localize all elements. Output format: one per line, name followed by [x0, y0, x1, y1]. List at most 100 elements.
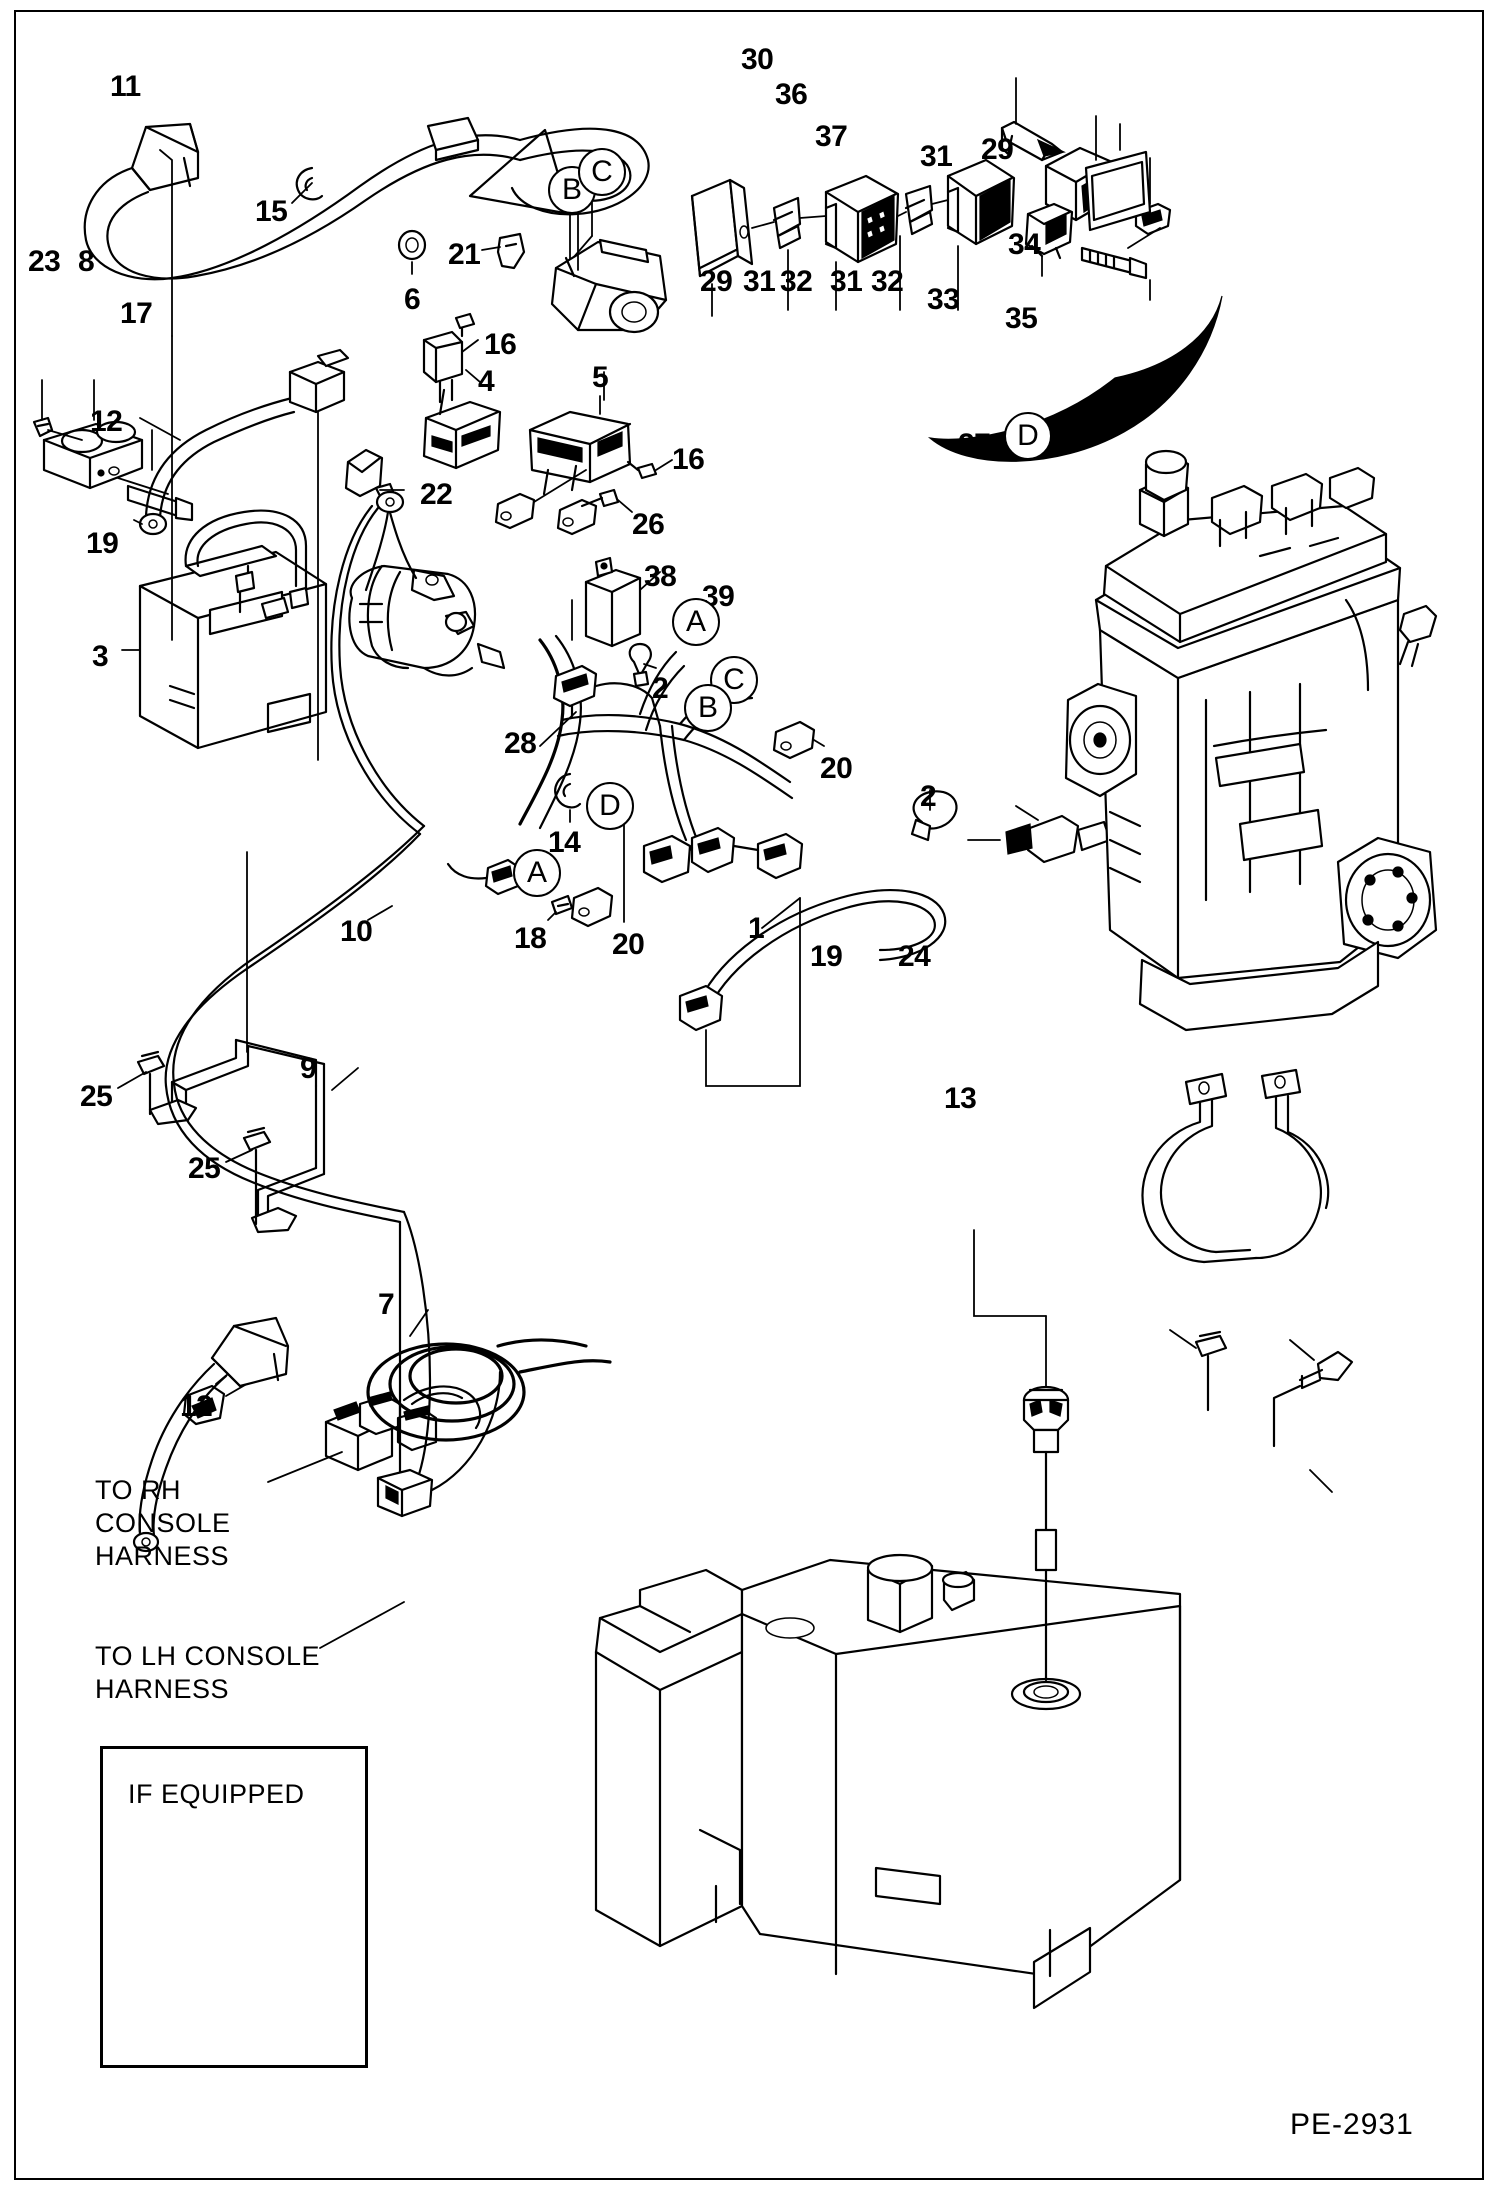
callout-31-row-a: 31: [743, 265, 776, 298]
callout-38: 38: [644, 560, 677, 593]
harness-10-a: [172, 824, 426, 1086]
marker-c-mid: C: [710, 656, 758, 704]
label-to-rh-console-harness: TO RH CONSOLE HARNESS: [95, 1474, 231, 1573]
callout-25-a: 25: [80, 1080, 113, 1113]
marker-c-top: C: [578, 148, 626, 196]
part-14-clip: [554, 772, 582, 809]
part-20-clamp-b: [570, 886, 614, 928]
part-25-bolt-a: [136, 1050, 166, 1116]
connector-a-lower: [484, 858, 522, 896]
callout-8: 8: [78, 245, 95, 278]
callout-20-a: 20: [820, 752, 853, 785]
callout-16-b: 16: [672, 443, 705, 476]
callout-30: 30: [741, 43, 774, 76]
harness-11-cable: [83, 134, 522, 281]
part-29-cover-right: [1084, 150, 1152, 232]
callout-23: 23: [28, 245, 61, 278]
engine-assembly: [1064, 449, 1438, 1032]
callout-31-row-b: 31: [830, 265, 863, 298]
callout-2-b: 2: [920, 780, 937, 813]
callout-15: 15: [255, 195, 288, 228]
callout-19-b: 19: [810, 940, 843, 973]
part-21-clamp: [496, 232, 526, 270]
connector-rh-console: [182, 1384, 482, 1472]
part-20-clamp-a: [772, 720, 816, 760]
callout-12: 12: [90, 405, 123, 438]
part-12-battery-cable: [138, 348, 350, 536]
part-32-connector-b: [946, 158, 1016, 246]
part-1-ground-cable: [678, 889, 947, 1032]
callout-9: 9: [300, 1052, 317, 1085]
part-8-terminal-block: [42, 420, 144, 490]
marker-a-mid: A: [672, 598, 720, 646]
callout-19: 19: [86, 527, 119, 560]
callout-4: 4: [478, 365, 495, 398]
callout-5: 5: [592, 361, 609, 394]
connector-lh-console: [376, 1468, 434, 1518]
marker-a-lower: A: [513, 849, 561, 897]
callout-16-a: 16: [484, 328, 517, 361]
callout-14: 14: [548, 826, 581, 859]
callout-32-row-b: 32: [871, 265, 904, 298]
part-19-bolt-right: [1194, 1330, 1228, 1412]
part-28-engine-harness: [518, 634, 794, 830]
marker-d-engine: D: [1004, 412, 1052, 460]
part-fuel-sender: [1022, 1385, 1070, 1682]
harness-upper-loop: [510, 127, 650, 216]
marker-b-mid: B: [684, 684, 732, 732]
callout-2-a: 2: [652, 672, 669, 705]
callout-32-row-a: 32: [780, 265, 813, 298]
marker-d-lower: D: [586, 782, 634, 830]
callout-29-row: 29: [700, 265, 733, 298]
part-31-clip-b: [904, 184, 934, 236]
part-32-connector-a: [824, 174, 900, 264]
part-26-clamp-bolt: [556, 488, 620, 536]
label-line-1: TO RH: [95, 1475, 182, 1505]
callout-21: 21: [448, 238, 481, 271]
fuel-tank: [594, 1553, 1182, 2010]
callout-22: 22: [420, 478, 453, 511]
part-16-bolt-a: [454, 312, 476, 338]
label-line-3: HARNESS: [95, 1540, 230, 1571]
label-line-2: HARNESS: [95, 1673, 230, 1704]
part-27-sender: [1398, 604, 1438, 668]
part-25-bolt-b: [242, 1126, 272, 1226]
part-alternator: [348, 564, 506, 677]
part-17-bolt: [126, 484, 194, 522]
part-12b-cable-if-equipped: [132, 1316, 290, 1553]
callout-28: 28: [504, 727, 537, 760]
callout-7: 7: [378, 1288, 395, 1321]
part-34-screw: [1080, 246, 1148, 280]
diagram-border: [14, 10, 1484, 2180]
callout-12-if-equipped: 12: [180, 1390, 213, 1423]
label-to-lh-console-harness: TO LH CONSOLE HARNESS: [95, 1640, 320, 1706]
label-if-equipped: IF EQUIPPED: [128, 1779, 305, 1809]
label-line-1: TO LH CONSOLE: [95, 1641, 321, 1671]
callout-33: 33: [927, 283, 960, 316]
connector-group-lower: [642, 826, 804, 884]
part-16-bolt-b: [626, 460, 658, 480]
part-23-nut: [32, 416, 54, 438]
callout-1: 1: [748, 912, 765, 945]
callout-36: 36: [775, 78, 808, 111]
part-11-terminal-cover: [130, 122, 200, 192]
part-9-battery-holddown: [148, 1038, 326, 1234]
callout-11: 11: [110, 70, 141, 103]
callout-27: 27: [958, 428, 991, 461]
part-2-cable-tie-b: [910, 790, 958, 842]
part-5b-regulator: [528, 410, 632, 496]
part-33-terminal: [1024, 202, 1074, 260]
callout-3: 3: [92, 640, 109, 673]
part-38-relay: [584, 556, 642, 648]
callout-13: 13: [944, 1082, 977, 1115]
callout-31-top: 31: [920, 140, 953, 173]
sheet-part-number: PE-2931: [1290, 2108, 1414, 2141]
part-2-cable-tie-a: [628, 642, 652, 688]
part-24-bolt: [1298, 1350, 1354, 1390]
callout-34: 34: [1008, 228, 1041, 261]
label-line-2: CONSOLE: [95, 1507, 231, 1538]
part-29-cover-left: [690, 178, 754, 278]
part-7-hose-coil: [366, 1338, 612, 1442]
